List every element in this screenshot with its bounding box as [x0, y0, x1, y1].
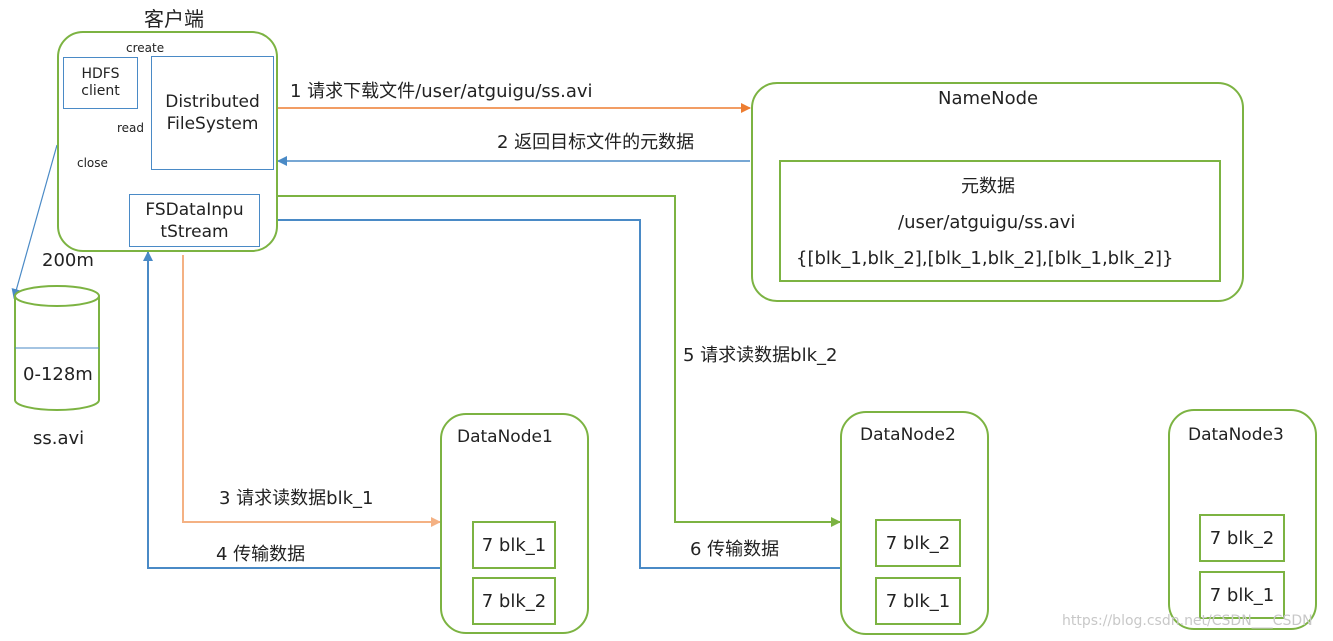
close-label: close: [77, 156, 108, 170]
fsdatainputstream-box[interactable]: FSDataInpu tStream: [129, 194, 260, 247]
arrow-step5: [259, 195, 841, 527]
arrow-step3: [182, 255, 441, 527]
disk-cylinder: [14, 285, 100, 411]
datanode2-block-1: 7 blk_2: [875, 519, 961, 567]
datanode2-block-2: 7 blk_1: [875, 577, 961, 625]
arrow-to-disk: [11, 144, 58, 299]
dfs-label: Distributed FileSystem: [165, 92, 260, 134]
step3-label: 3 请求读数据blk_1: [219, 488, 374, 509]
hdfs-client-box[interactable]: HDFS client: [63, 57, 138, 109]
datanode1-title: DataNode1: [457, 427, 553, 447]
metadata-path: /user/atguigu/ss.avi: [898, 212, 1076, 233]
datanode3-title: DataNode3: [1188, 425, 1284, 445]
read-label: read: [117, 121, 145, 135]
step5-label: 5 请求读数据blk_2: [683, 345, 838, 366]
hdfs-client-label: HDFS client: [81, 66, 120, 99]
datanode1-block-1: 7 blk_1: [472, 521, 556, 569]
disk-range-label: 0-128m: [23, 364, 93, 385]
arrow-step6: [260, 215, 840, 569]
arrow-step4: [143, 251, 440, 569]
fsdis-label: FSDataInpu tStream: [145, 199, 244, 242]
datanode1-block-2: 7 blk_2: [472, 577, 556, 625]
metadata-blocks: {[blk_1,blk_2],[blk_1,blk_2],[blk_1,blk_…: [796, 248, 1174, 269]
disk-file-label: ss.avi: [33, 428, 85, 449]
step4-label: 4 传输数据: [216, 544, 306, 565]
metadata-title: 元数据: [961, 176, 1015, 197]
namenode-metadata-box: [779, 160, 1221, 282]
step2-label: 2 返回目标文件的元数据: [497, 132, 695, 153]
namenode-title: NameNode: [938, 88, 1039, 109]
disk-size-label: 200m: [42, 250, 94, 271]
step6-label: 6 传输数据: [690, 539, 780, 560]
step1-label: 1 请求下载文件/user/atguigu/ss.avi: [290, 81, 593, 102]
datanode3-block-2: 7 blk_1: [1199, 571, 1285, 619]
create-label: create: [126, 41, 165, 55]
datanode2-title: DataNode2: [860, 425, 956, 445]
watermark: https://blog.csdn.net/CSDN___CSDN: [1062, 613, 1313, 629]
datanode3-block-1: 7 blk_2: [1199, 514, 1285, 562]
distributed-filesystem-box[interactable]: Distributed FileSystem: [151, 56, 274, 170]
client-title: 客户端: [144, 7, 204, 31]
